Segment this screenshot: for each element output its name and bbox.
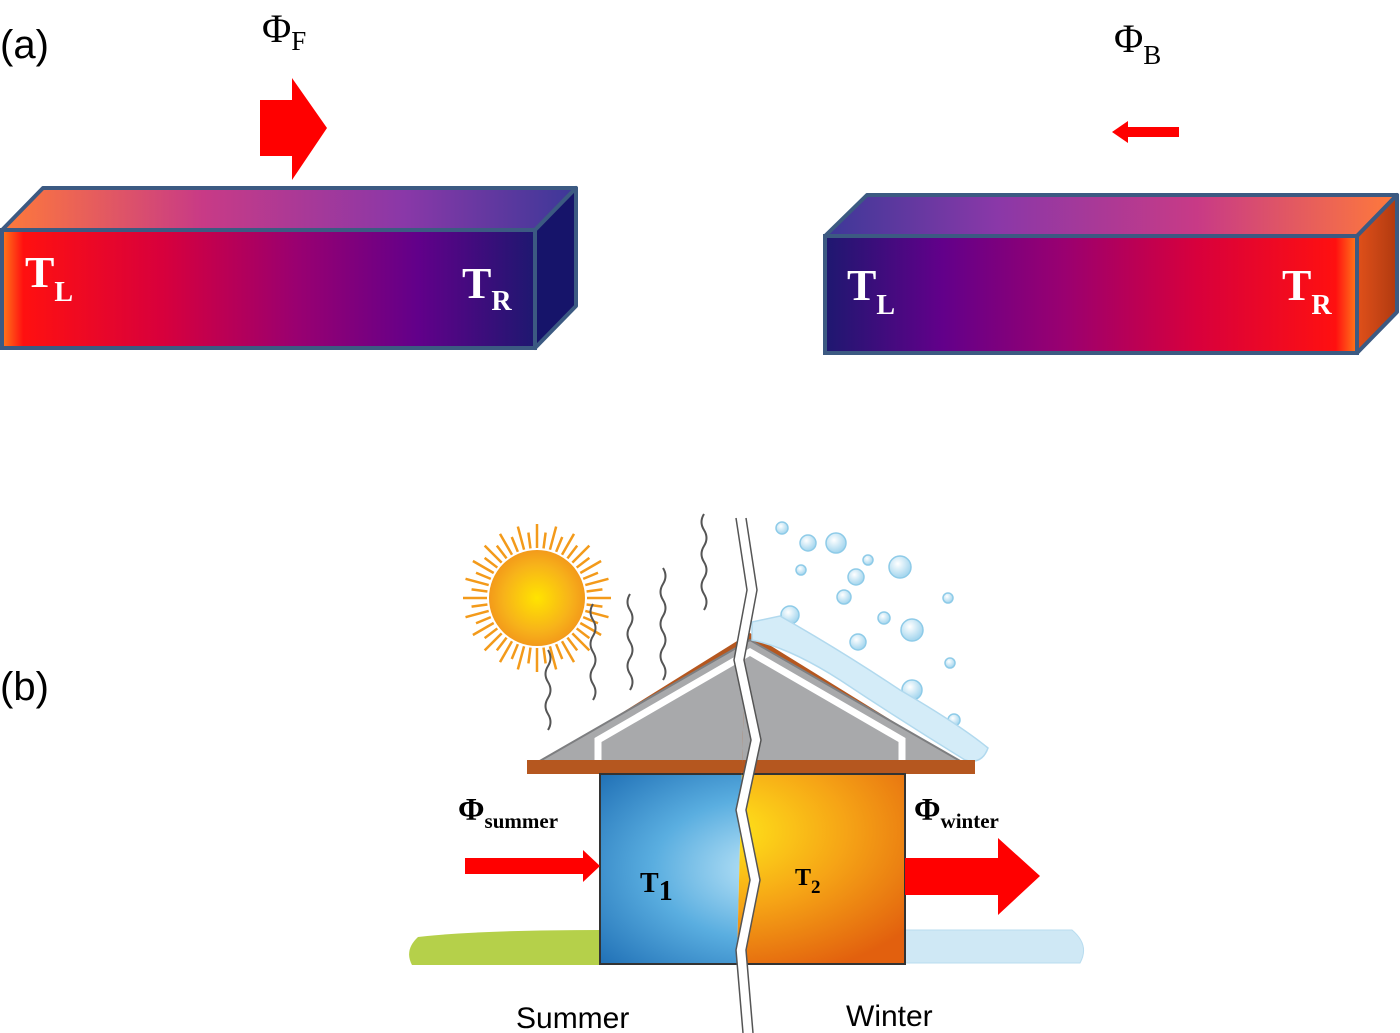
forward-flux-label: ΦF: [262, 6, 306, 56]
sun-ray: [475, 571, 492, 581]
snow-bubble: [888, 555, 912, 579]
sun-ray: [471, 603, 488, 608]
sun-ray: [554, 643, 564, 660]
snow-bubble: [877, 611, 891, 625]
sun-ray: [472, 559, 495, 575]
sun-ray: [527, 532, 532, 549]
summer-grass: [409, 930, 600, 965]
sun-ray: [579, 621, 602, 637]
forward-bar-top: [0, 186, 578, 232]
sun-ray: [475, 615, 492, 625]
roof-snow: [751, 615, 989, 762]
sun-ray: [516, 645, 526, 670]
sun-ray: [560, 533, 576, 556]
sun-ray: [586, 603, 603, 608]
backward-flux-subscript: B: [1143, 40, 1161, 70]
sun-ray: [483, 627, 499, 640]
forward-flux-subscript: F: [291, 26, 306, 56]
snow-bubble: [862, 554, 874, 566]
summer-room-temperature: T1: [640, 868, 673, 907]
sun-ray: [586, 588, 603, 593]
forward-flux-symbol: Φ: [262, 6, 291, 51]
forward-bar: TL TR: [0, 186, 578, 350]
sun-ray: [465, 609, 490, 619]
panel-a: (a) ΦF TL TR ΦB: [0, 6, 1399, 355]
sun-ray: [542, 532, 547, 549]
summer-season-label: Summer: [516, 1002, 629, 1033]
sun-ray: [483, 632, 503, 652]
snowflakes: [775, 521, 961, 727]
house-winter-half: [735, 615, 989, 965]
sun-ray: [516, 526, 526, 551]
heat-waves: [544, 513, 708, 731]
snow-bubble: [825, 532, 847, 554]
season-divider-crack: [733, 517, 762, 1033]
summer-flux-arrow: [465, 850, 600, 882]
forward-left-temperature: TL: [25, 248, 73, 308]
forward-bar-front: [0, 228, 537, 350]
snow-bubble: [775, 521, 789, 535]
backward-flux-label: ΦB: [1114, 16, 1161, 70]
sun-ray: [465, 577, 490, 587]
backward-flux-symbol: Φ: [1114, 16, 1143, 61]
snow-bubble: [795, 564, 807, 576]
sun-ray: [584, 609, 609, 619]
sun-ray: [566, 636, 579, 652]
sun-ray: [579, 559, 602, 575]
winter-room: [735, 773, 906, 965]
backward-left-temperature: TL: [847, 261, 895, 321]
sun-ray: [472, 621, 495, 637]
backward-bar-front: [823, 234, 1359, 355]
snow-bubble: [799, 534, 817, 552]
snow-bubble: [847, 568, 865, 586]
sun-icon: [463, 524, 611, 672]
sun-ray: [498, 640, 514, 663]
forward-flux-arrow: [260, 78, 327, 180]
sun-ray: [471, 588, 488, 593]
forward-right-temperature: TR: [462, 259, 512, 317]
sun-ray: [554, 536, 564, 553]
panel-b-label: (b): [0, 665, 49, 709]
sun-ray: [548, 526, 558, 551]
sun-ray: [498, 533, 514, 556]
panel-a-label: (a): [0, 23, 49, 67]
summer-room: [599, 773, 756, 965]
snow-bubble: [836, 589, 852, 605]
panel-b: (b): [0, 513, 1085, 1033]
backward-right-temperature: TR: [1282, 261, 1332, 321]
sun-ray: [566, 544, 579, 560]
sun-ray: [483, 556, 499, 569]
backward-bar-top: [823, 193, 1399, 238]
sun-ray: [582, 571, 599, 581]
sun-ray: [495, 636, 508, 652]
sun-ray: [584, 577, 609, 587]
snow-bubble: [944, 657, 956, 669]
winter-season-label: Winter: [846, 1000, 933, 1033]
sun-ray: [575, 556, 591, 569]
winter-flux-label: Φwinter: [914, 791, 999, 833]
snow-bubble: [942, 592, 954, 604]
sun-ray: [548, 645, 558, 670]
sun-ray: [560, 640, 576, 663]
sun-ray: [571, 544, 591, 564]
winter-snow-ground: [904, 929, 1085, 964]
summer-flux-label: Φsummer: [458, 791, 558, 833]
sun-ray: [542, 647, 547, 664]
sun-ray: [571, 632, 591, 652]
winter-flux-arrow: [905, 838, 1040, 915]
sun-ray: [510, 536, 520, 553]
sun-ray: [527, 647, 532, 664]
sun-ray: [495, 544, 508, 560]
sun-ray: [575, 627, 591, 640]
sun-ray: [582, 615, 599, 625]
backward-bar: TL TR: [823, 193, 1399, 355]
backward-flux-arrow: [1112, 121, 1179, 143]
sun-ray: [510, 643, 520, 660]
snow-bubble: [849, 633, 867, 651]
snow-bubble: [900, 618, 924, 642]
winter-room-temperature: T2: [795, 865, 821, 898]
sun-ray: [483, 544, 503, 564]
